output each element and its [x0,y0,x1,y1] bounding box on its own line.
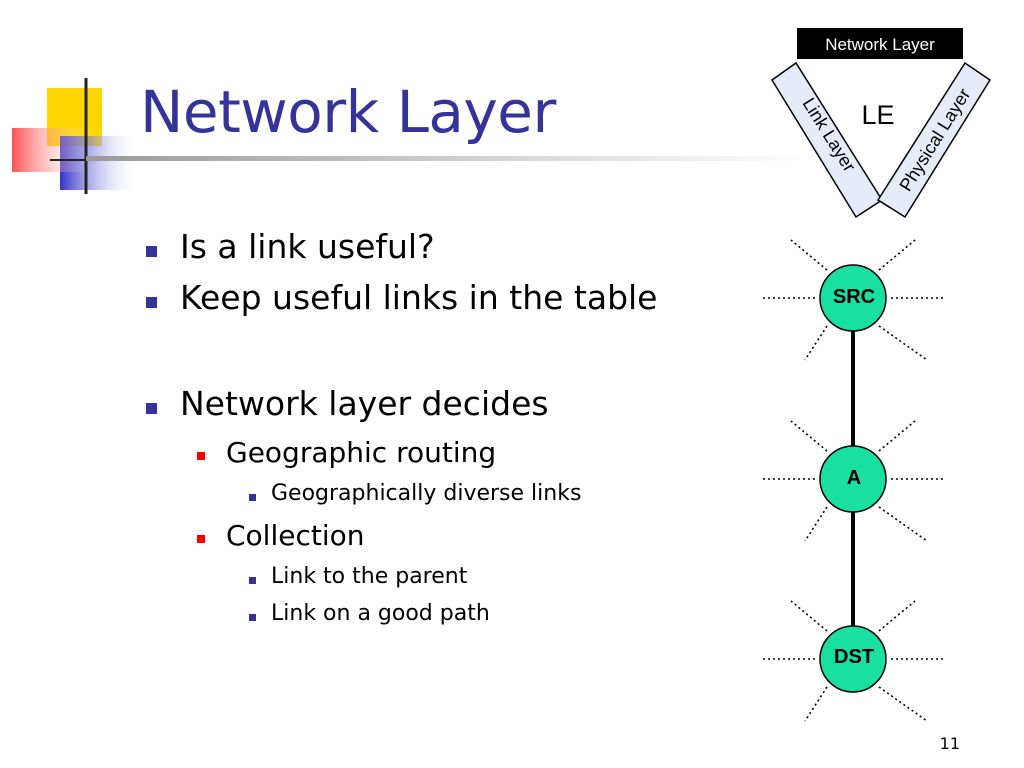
signal-ray [804,325,828,361]
title-logo-graphic [12,78,140,194]
node-label-dst: DST [834,646,874,668]
bullet-item: Collection [226,519,365,552]
title-underline [86,156,806,161]
bullet-item: Is a link useful? [180,227,435,266]
signal-ray [878,239,916,271]
signal-ray [878,600,916,632]
signal-ray [878,420,916,452]
bullet-marker [197,452,205,460]
network-layer-box [797,28,963,59]
bullet-item: Link to the parent [271,564,468,589]
network-layer-label: Network Layer [825,35,935,54]
bullet-marker [249,494,256,501]
slide-title: Network Layer [140,78,556,146]
bullet-item: Geographic routing [226,436,497,469]
bullet-item: Network layer decides [180,384,549,423]
page-number: 11 [939,734,960,753]
bullet-marker [197,535,205,543]
bullet-item: Geographically diverse links [271,481,582,506]
physical-layer-box [876,61,992,219]
signal-ray [790,600,828,632]
signal-ray [804,686,828,722]
bullet-marker [249,577,256,584]
node-label-a: A [846,467,862,489]
node-label-src: SRC [832,286,876,308]
signal-ray [878,686,928,722]
bullet-item: Keep useful links in the table [180,278,658,317]
bullet-marker [146,297,157,308]
signal-ray [804,506,828,542]
le-label: LE [861,100,894,130]
bullet-marker [146,403,157,414]
bullet-marker [249,614,256,621]
node-src [763,239,943,361]
signal-ray [878,325,928,361]
signal-ray [790,239,828,271]
signal-ray [878,506,928,542]
node-a [763,420,943,542]
node-circle [819,264,887,332]
bullet-item: Link on a good path [271,601,490,626]
node-circle [819,445,887,513]
signal-ray [790,420,828,452]
le-diagram: Network Layer Link Layer Physical Layer … [770,28,992,219]
node-circle [819,625,887,693]
route-diagram [763,239,943,722]
bullet-marker [146,246,157,257]
node-dst [763,600,943,722]
physical-layer-label: Physical Layer [895,85,974,195]
